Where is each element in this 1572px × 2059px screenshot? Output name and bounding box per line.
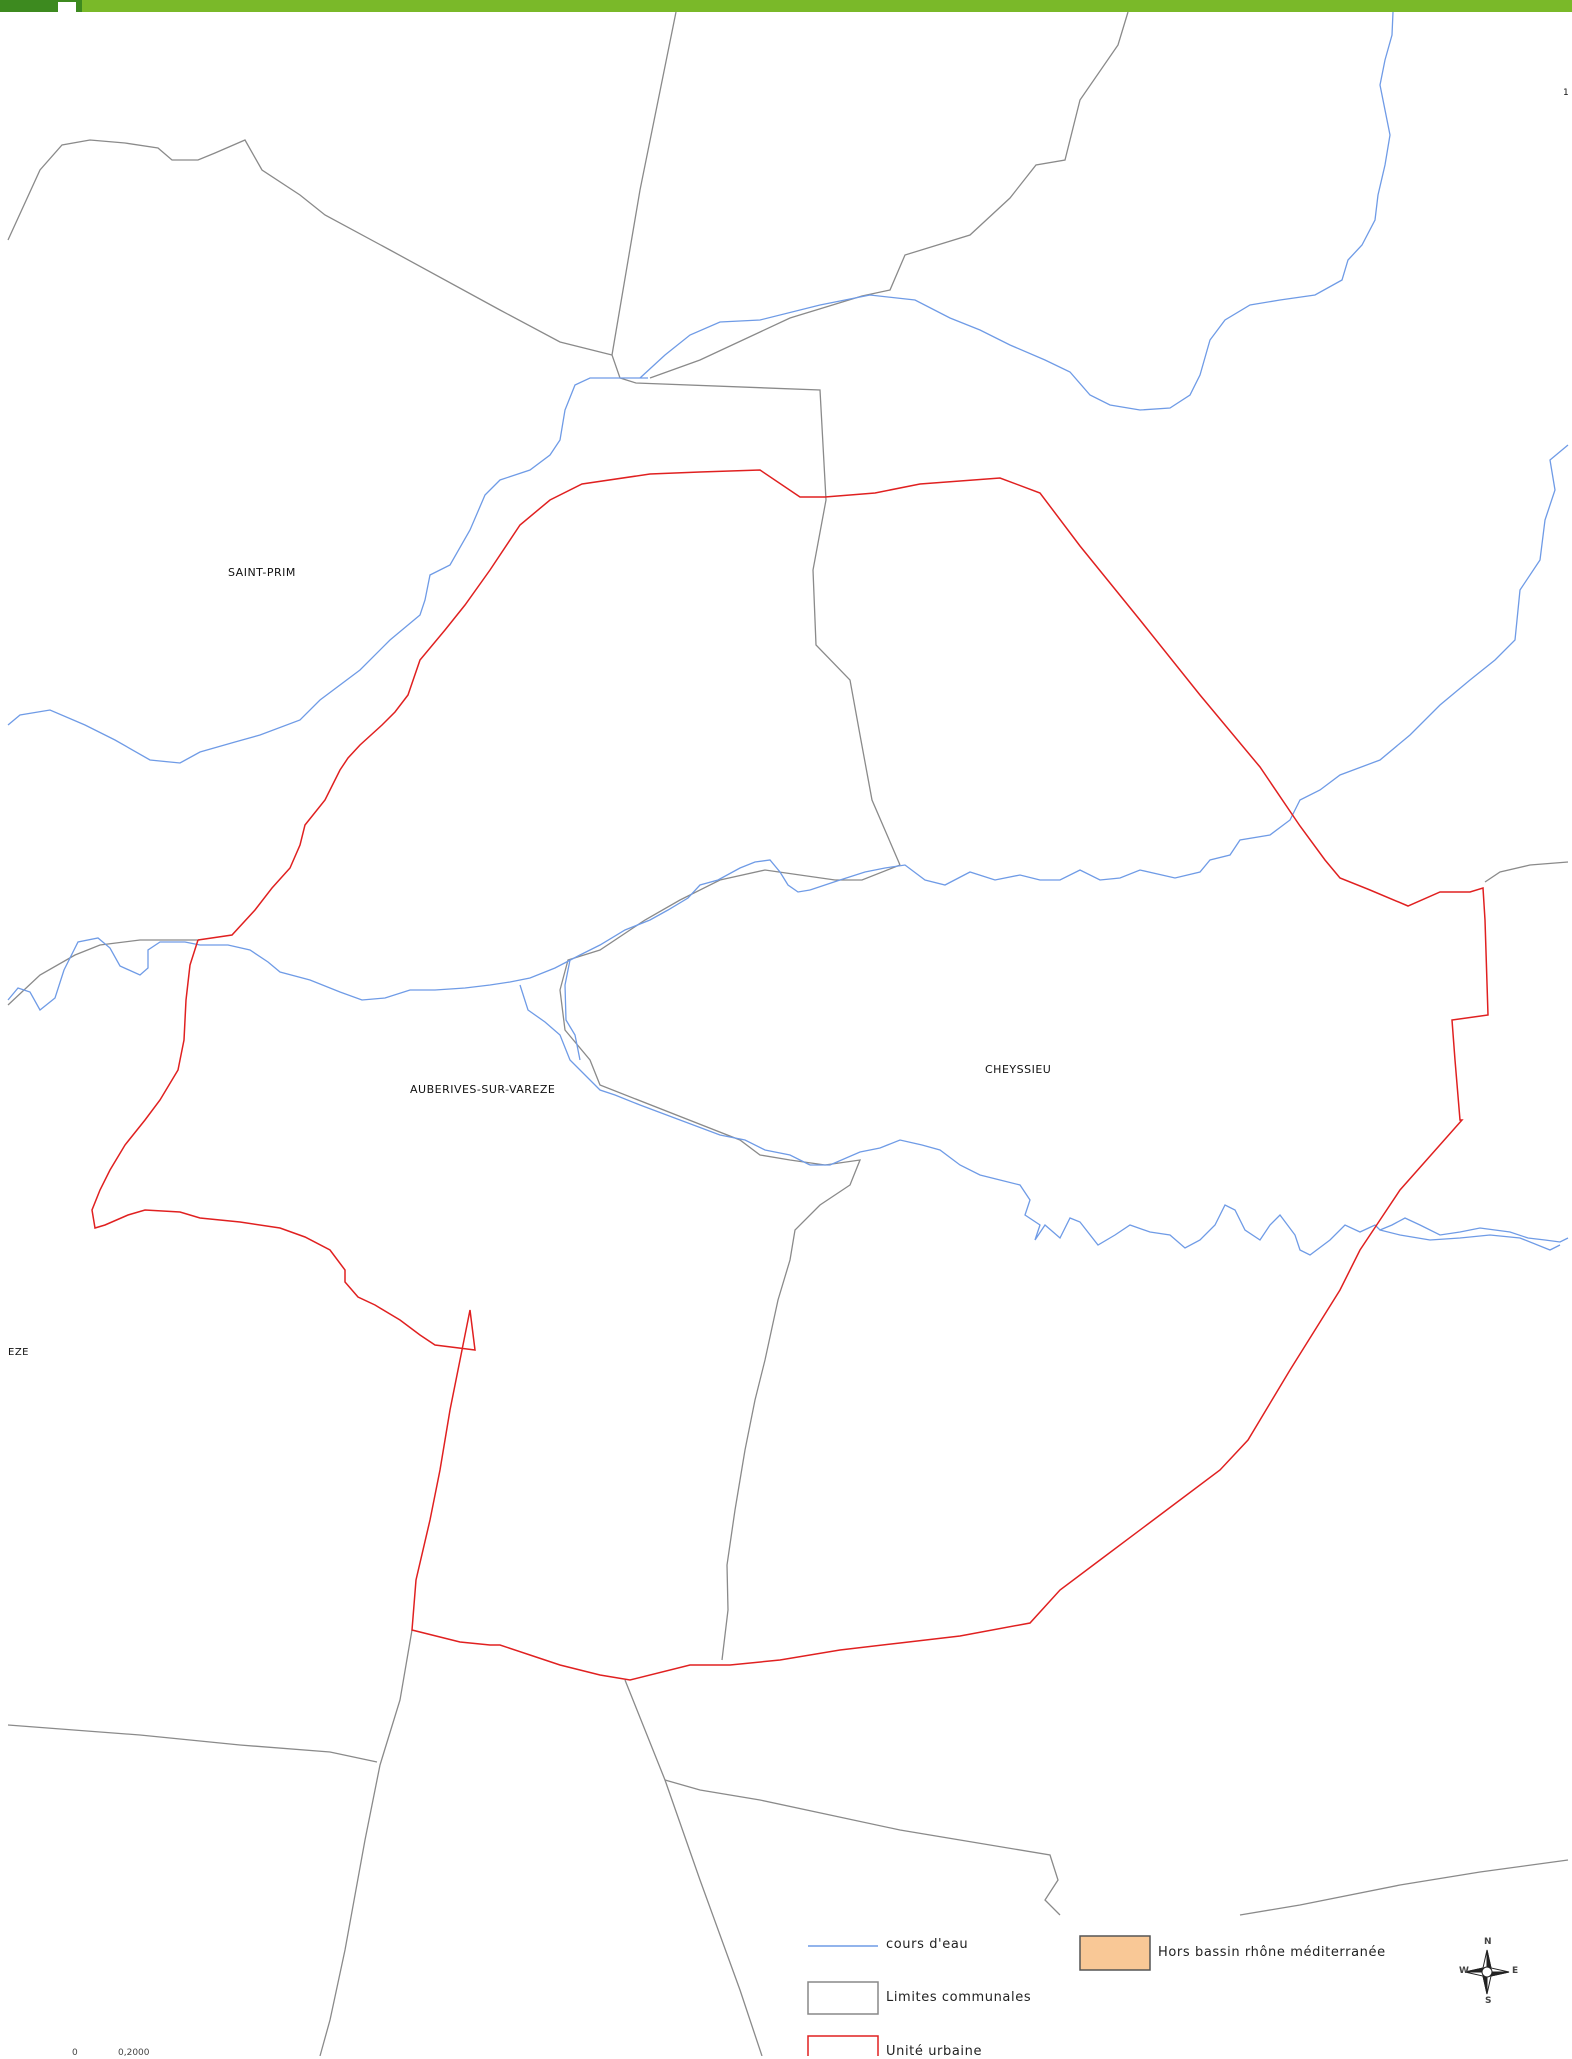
communal-limit [7,1724,378,1763]
river [810,1139,1569,1256]
river [1379,1229,1561,1251]
communal-limits-layer [7,11,1569,2056]
communal-limit [1484,861,1569,883]
communal-limit [721,1159,862,1661]
river [519,984,811,1166]
commune-label-auberives: AUBERIVES-SUR-VAREZE [410,1083,556,1096]
commune-label-partial-right: 1 [1563,88,1570,98]
legend-urban-sample [807,2035,879,2056]
legend-communal-sample [807,1981,879,2015]
rivers-layer [7,11,1569,1256]
commune-label-cheyssieu: CHEYSSIEU [985,1063,1052,1076]
commune-label-saint-prim: SAINT-PRIM [228,566,296,579]
top-accent-bar [0,0,1572,12]
river [7,859,811,1011]
legend-communal-label: Limites communales [886,1990,1032,2005]
legend-rivers-label: cours d'eau [886,1937,969,1952]
urban-unit-layer [91,469,1489,1681]
legend-outside-basin-label: Hors bassin rhône méditerranée [1158,1945,1386,1960]
compass-rose-icon [1464,1949,1510,1995]
river [639,11,1394,411]
communal-limit [7,139,613,356]
river [564,959,581,1061]
top-badge [0,0,82,12]
compass-west-label: W [1459,1966,1469,1976]
communal-limit [649,11,1129,379]
river [7,377,648,764]
legend-outside-basin-sample [1079,1935,1151,1971]
compass-east-label: E [1512,1966,1519,1976]
legend-urban-label: Unité urbaine [886,2044,983,2059]
communal-limit [559,864,901,1166]
river [809,444,1569,891]
communal-limit [7,939,200,1006]
scale-right-label: 0,2000 [118,2048,150,2058]
urban-unit-boundary [91,469,1489,1681]
scale-left-label: 0 [72,2048,78,2058]
communal-limit [611,11,901,866]
communal-limit [1239,1859,1569,1916]
communal-limit [624,1679,763,2056]
commune-label-partial-left: EZE [8,1347,29,1358]
communal-limit [664,1779,1061,1916]
compass-north-label: N [1484,1937,1492,1947]
compass-south-label: S [1485,1996,1492,2006]
communal-limit [319,1629,413,2056]
